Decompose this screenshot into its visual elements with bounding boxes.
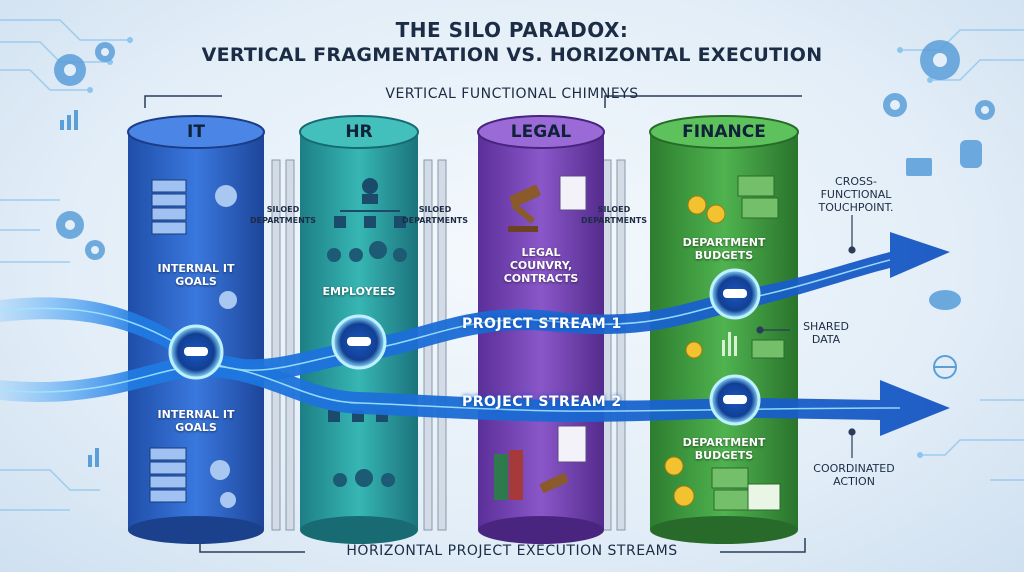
gear-icon: [210, 185, 237, 508]
column-title-it: IT: [187, 122, 205, 142]
gear-icon: [54, 40, 995, 260]
server-icon: [149, 179, 187, 503]
handshake-icon: [168, 268, 761, 426]
it-label-top: INTERNAL IT GOALS: [157, 262, 235, 288]
title-line-2: VERTICAL FRAGMENTATION VS. HORIZONTAL EX…: [201, 44, 823, 66]
coordinated-action-label: COORDINATED ACTION: [813, 462, 895, 488]
column-title-hr: HR: [345, 122, 373, 142]
people-icon: [327, 241, 407, 487]
database-icon: [960, 140, 982, 168]
coin-icon: [664, 195, 726, 507]
stream-label-1: PROJECT STREAM 1: [462, 316, 622, 332]
finance-label-bottom: DEPARTMENT BUDGETS: [682, 436, 766, 462]
stream-label-2: PROJECT STREAM 2: [462, 394, 622, 410]
globe-icon: [933, 355, 957, 379]
book-icon: [494, 450, 523, 500]
subtitle-bracket: [144, 95, 802, 108]
column-title-finance: FINANCE: [682, 122, 766, 142]
title-line-1: THE SILO PARADOX:: [395, 18, 629, 42]
column-title-legal: LEGAL: [510, 122, 572, 142]
annotation-pointers: [756, 215, 856, 458]
document-icon: [557, 175, 587, 463]
siloed-label-2: SILOED DEPARTMENTS: [401, 205, 469, 225]
spreadsheet-icon: [747, 483, 781, 511]
folder-icon: [906, 158, 932, 176]
cloud-icon: [929, 290, 961, 310]
legal-label: LEGAL COUNVRY, CONTRACTS: [503, 246, 579, 285]
shared-data-label: SHARED DATA: [803, 320, 849, 346]
stream-band-2: [0, 354, 950, 436]
siloed-label-3: SILOED DEPARTMENTS: [580, 205, 648, 225]
finance-label-top: DEPARTMENT BUDGETS: [682, 236, 766, 262]
chart-icon: [722, 332, 737, 356]
subtitle: VERTICAL FUNCTIONAL CHIMNEYS: [385, 86, 639, 102]
it-label-bottom: INTERNAL IT GOALS: [157, 408, 235, 434]
cross-functional-label: CROSS-FUNCTIONAL TOUCHPOINT.: [818, 175, 894, 214]
hr-label: EMPLOYEES: [322, 285, 396, 298]
money-icon: [711, 175, 785, 511]
chart-icon: [60, 110, 99, 467]
footer-label: HORIZONTAL PROJECT EXECUTION STREAMS: [346, 543, 678, 559]
siloed-label-1: SILOED DEPARTMENTS: [249, 205, 317, 225]
gavel-icon: [508, 184, 569, 493]
circuit-traces: [0, 19, 1024, 511]
